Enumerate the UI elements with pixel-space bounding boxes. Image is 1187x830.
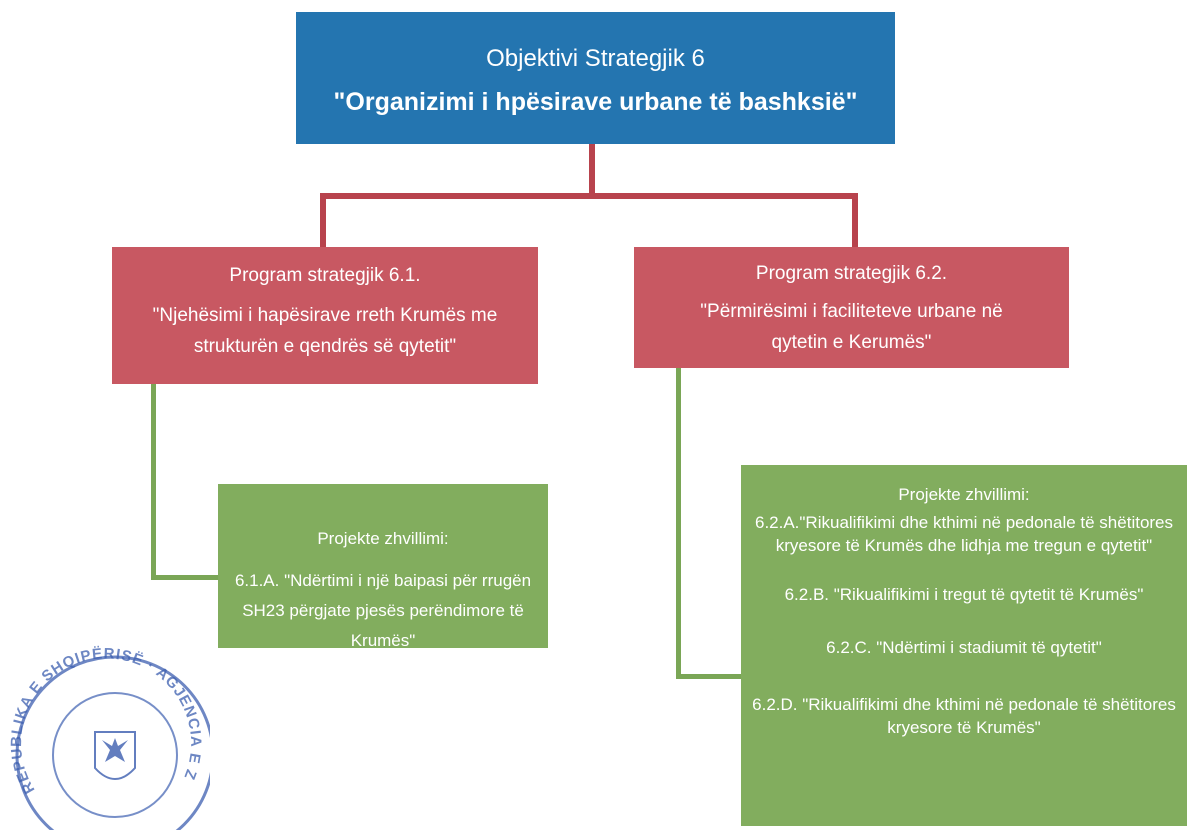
project-item: 6.2.B. "Rikualifikimi i tregut të qyteti…	[784, 585, 1144, 604]
program-title: Program strategjik 6.2.	[755, 263, 948, 284]
connector-p1-across	[151, 575, 218, 580]
projects-box-6-2: Projekte zhvillimi: 6.2.A."Rikualifikimi…	[741, 465, 1187, 826]
connector-trunk	[589, 144, 595, 198]
project-item: 6.2.C. "Ndërtimi i stadiumit të qytetit"	[826, 638, 1102, 657]
projects-heading: Projekte zhvillimi:	[898, 485, 1030, 504]
objective-box: Objektivi Strategjik 6 "Organizimi i hpë…	[296, 12, 895, 144]
program-box-6-1: Program strategjik 6.1. "Njehësimi i hap…	[112, 247, 538, 384]
connector-p1-down	[151, 384, 156, 580]
projects-heading: Projekte zhvillimi:	[317, 529, 449, 548]
connector-p2-down	[676, 368, 681, 679]
program-description: "Përmirësimi i faciliteteve urbane në qy…	[700, 301, 1003, 353]
official-stamp: REPUBLIKA E SHQIPËRISË · AGJENCIA E ZHVI…	[0, 640, 210, 830]
connector-p2-across	[676, 674, 741, 679]
connector-bar	[320, 193, 858, 199]
eagle-emblem-icon	[94, 731, 136, 780]
connector-right-drop	[852, 193, 858, 247]
program-description: "Njehësimi i hapësirave rreth Krumës me …	[152, 305, 498, 357]
objective-title: Objektivi Strategjik 6	[486, 45, 705, 72]
program-title: Program strategjik 6.1.	[229, 265, 421, 286]
project-item: 6.1.A. "Ndërtimi i një baipasi për rrugë…	[234, 571, 532, 650]
program-box-6-2: Program strategjik 6.2. "Përmirësimi i f…	[634, 247, 1069, 368]
objective-name: "Organizimi i hpësirave urbane të bashks…	[333, 88, 858, 116]
projects-box-6-1: Projekte zhvillimi: 6.1.A. "Ndërtimi i n…	[218, 484, 548, 650]
connector-left-drop	[320, 193, 326, 247]
project-item: 6.2.D. "Rikualifikimi dhe kthimi në pedo…	[752, 695, 1176, 737]
project-item: 6.2.A."Rikualifikimi dhe kthimi në pedon…	[754, 513, 1174, 555]
